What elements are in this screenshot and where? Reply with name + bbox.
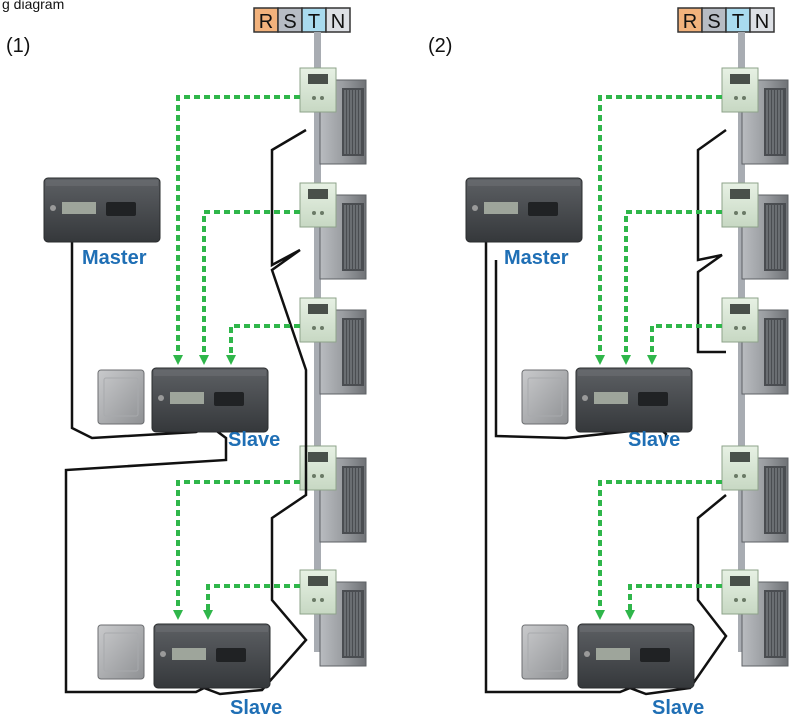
slave-label: Slave bbox=[228, 429, 280, 451]
controller-icon bbox=[465, 177, 583, 243]
expansion-module-icon bbox=[97, 624, 145, 680]
phase-r: R bbox=[259, 11, 273, 33]
controller-icon bbox=[153, 623, 271, 689]
phase-s: S bbox=[283, 11, 296, 33]
communication-line bbox=[696, 128, 727, 354]
phase-t: T bbox=[308, 11, 320, 33]
master-label: Master bbox=[504, 247, 569, 269]
phase-r: R bbox=[683, 11, 697, 33]
controller-icon bbox=[577, 623, 695, 689]
outdoor-unit-icon bbox=[299, 297, 367, 395]
phase-n: N bbox=[331, 11, 345, 33]
signal-lines bbox=[595, 95, 722, 620]
master-label: Master bbox=[82, 247, 147, 269]
controller-icon bbox=[43, 177, 161, 243]
signal-lines bbox=[173, 95, 300, 620]
slave-label: Slave bbox=[628, 429, 680, 451]
outdoor-unit-icon bbox=[721, 445, 789, 543]
phase-header: R S T N bbox=[253, 7, 351, 33]
header-text: g diagram bbox=[2, 0, 64, 12]
phase-t: T bbox=[732, 11, 744, 33]
outdoor-unit-icon bbox=[721, 182, 789, 280]
panel-1: (1) R S T N M bbox=[6, 7, 367, 719]
controller-icon bbox=[575, 367, 693, 433]
expansion-module-icon bbox=[521, 369, 569, 425]
outdoor-unit-icon bbox=[721, 297, 789, 395]
controller-icon bbox=[151, 367, 269, 433]
panel-label: (2) bbox=[428, 35, 452, 57]
expansion-module-icon bbox=[521, 624, 569, 680]
outdoor-unit-icon bbox=[299, 445, 367, 543]
expansion-module-icon bbox=[97, 369, 145, 425]
outdoor-unit-icon bbox=[299, 569, 367, 667]
communication-line bbox=[484, 232, 728, 696]
phase-s: S bbox=[707, 11, 720, 33]
slave-label: Slave bbox=[652, 697, 704, 719]
outdoor-unit-icon bbox=[299, 182, 367, 280]
phase-header: R S T N bbox=[677, 7, 775, 33]
phase-n: N bbox=[755, 11, 769, 33]
outdoor-unit-icon bbox=[721, 67, 789, 165]
panel-2: (2) R S T N Master bbox=[428, 7, 789, 719]
panel-label: (1) bbox=[6, 35, 30, 57]
outdoor-unit-icon bbox=[721, 569, 789, 667]
outdoor-unit-icon bbox=[299, 67, 367, 165]
slave-label: Slave bbox=[230, 697, 282, 719]
